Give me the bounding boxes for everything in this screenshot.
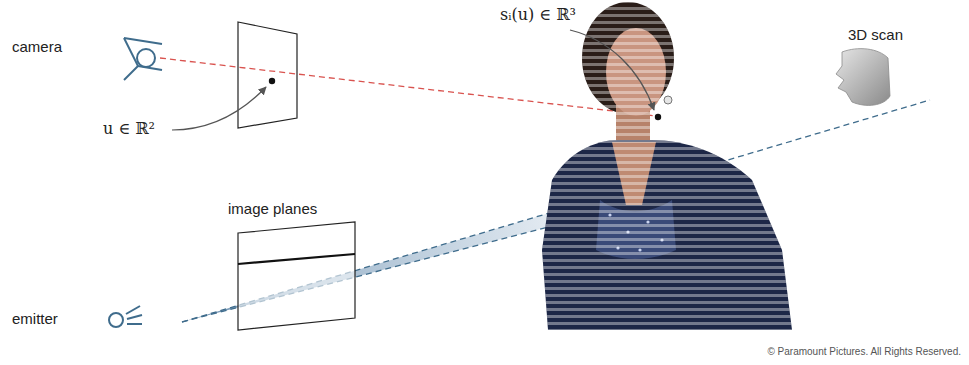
scanned-person — [540, 0, 800, 332]
camera-frustum — [124, 66, 138, 80]
emitter-image-plane — [238, 222, 355, 330]
emitter-ray — [126, 306, 140, 314]
camera-lens — [137, 49, 155, 67]
stripe-pattern — [540, 0, 800, 332]
leader-arrow — [570, 30, 654, 110]
camera-icon — [124, 38, 162, 80]
scan-thumbnail — [836, 49, 890, 106]
camera-frustum — [124, 38, 162, 44]
emitter-ray — [127, 323, 142, 325]
camera-image-plane — [238, 22, 297, 128]
surface-point — [655, 114, 661, 120]
light-ray — [182, 227, 548, 322]
leader-arrow — [172, 87, 266, 130]
caption-label: image planes — [228, 200, 317, 217]
camera-frustum — [138, 66, 162, 70]
device-label: camera — [12, 38, 62, 55]
pixel-point — [269, 78, 275, 84]
camera-ray — [160, 58, 656, 116]
emitter-icon — [109, 306, 142, 327]
math-label: sᵢ(u) ∈ ℝ³ — [500, 6, 576, 24]
projected-stripe — [238, 254, 355, 264]
copyright-note: © Paramount Pictures. All Rights Reserve… — [767, 346, 961, 358]
emitter-bulb — [109, 313, 123, 327]
figure-label: 3D scan — [848, 26, 903, 43]
camera-frustum — [124, 38, 138, 66]
device-label: emitter — [12, 310, 58, 327]
math-label: u ∈ ℝ² — [103, 120, 155, 138]
emitter-ray — [127, 315, 142, 319]
earring — [664, 96, 672, 104]
